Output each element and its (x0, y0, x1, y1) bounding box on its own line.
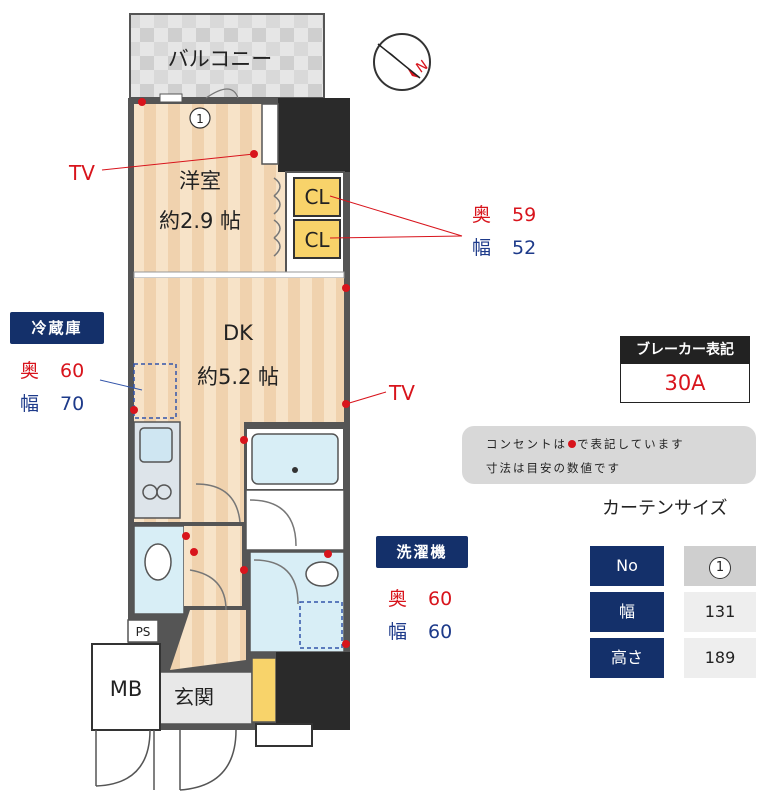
notes-box: コンセントはで表記しています 寸法は目安の数値です (462, 426, 756, 484)
window-number: 1 (196, 112, 204, 126)
closet-depth-label: 奥 (472, 204, 492, 226)
western-room (134, 104, 286, 272)
dk-name: DK (223, 321, 254, 345)
breaker-title: ブレーカー表記 (620, 336, 750, 364)
curtain-title: カーテンサイズ (602, 498, 728, 519)
western-room-name: 洋室 (179, 169, 221, 193)
curtain-width-label: 幅 (590, 592, 664, 632)
dk-room (134, 278, 344, 422)
outlet-markers (130, 98, 350, 648)
shoe-box (251, 657, 277, 723)
tv-label-1: TV (68, 161, 95, 185)
note-line1-before: コンセントは (486, 437, 567, 451)
compass-icon: N (373, 33, 431, 91)
fridge-dims: 奥 60 幅 70 (20, 356, 84, 416)
washer-width-label: 幅 (388, 621, 408, 643)
dk-size: 約5.2 帖 (197, 365, 279, 389)
balcony-label: バルコニー (168, 47, 273, 71)
curtain-no-number: 1 (709, 557, 731, 579)
closet-depth-value: 59 (512, 204, 537, 226)
tv-label-2: TV (388, 381, 415, 405)
pipe-shaft (278, 98, 350, 172)
fridge-width-label: 幅 (20, 393, 40, 415)
fridge-depth-label: 奥 (20, 360, 40, 382)
toilet (144, 543, 172, 581)
breaker-value: 30A (620, 364, 750, 403)
washer-spot (299, 601, 343, 649)
balcony-area (129, 13, 325, 99)
window-number-circle (189, 107, 211, 129)
washer-depth-label: 奥 (388, 588, 408, 610)
fridge-spot (133, 363, 177, 419)
closet-2 (293, 219, 341, 259)
fridge-tag: 冷蔵庫 (10, 312, 104, 344)
note-line2: 寸法は目安の数値です (486, 461, 621, 475)
curtain-no-value: 1 (684, 546, 756, 586)
sink (139, 427, 173, 463)
bathtub (251, 433, 339, 485)
washer-tag: 洗濯機 (376, 536, 468, 568)
note-line1-after: で表記しています (577, 437, 685, 451)
closet-width-value: 52 (512, 237, 537, 259)
curtain-height-label: 高さ (590, 638, 664, 678)
curtain-no-label: No (590, 546, 664, 586)
outlet-dot-icon (568, 440, 576, 448)
closet-2-label: CL (304, 228, 330, 252)
fridge-width-value: 70 (60, 393, 85, 415)
fridge-depth-value: 60 (60, 360, 85, 382)
mb-box (91, 643, 161, 731)
washer-width-value: 60 (428, 621, 453, 643)
washer-dims: 奥 60 幅 60 (388, 584, 452, 644)
ps-label: PS (136, 625, 151, 639)
entrance-area (159, 671, 253, 725)
mb-label: MB (110, 677, 143, 701)
western-room-size: 約2.9 帖 (159, 209, 241, 233)
washer-depth-value: 60 (428, 588, 453, 610)
ps-box (127, 619, 159, 643)
curtain-height-value: 189 (684, 638, 756, 678)
closet-width-label: 幅 (472, 237, 492, 259)
entrance-label: 玄関 (174, 685, 214, 709)
closet-dims: 奥 59 幅 52 (472, 200, 536, 260)
closet-1-label: CL (304, 185, 330, 209)
curtain-width-value: 131 (684, 592, 756, 632)
